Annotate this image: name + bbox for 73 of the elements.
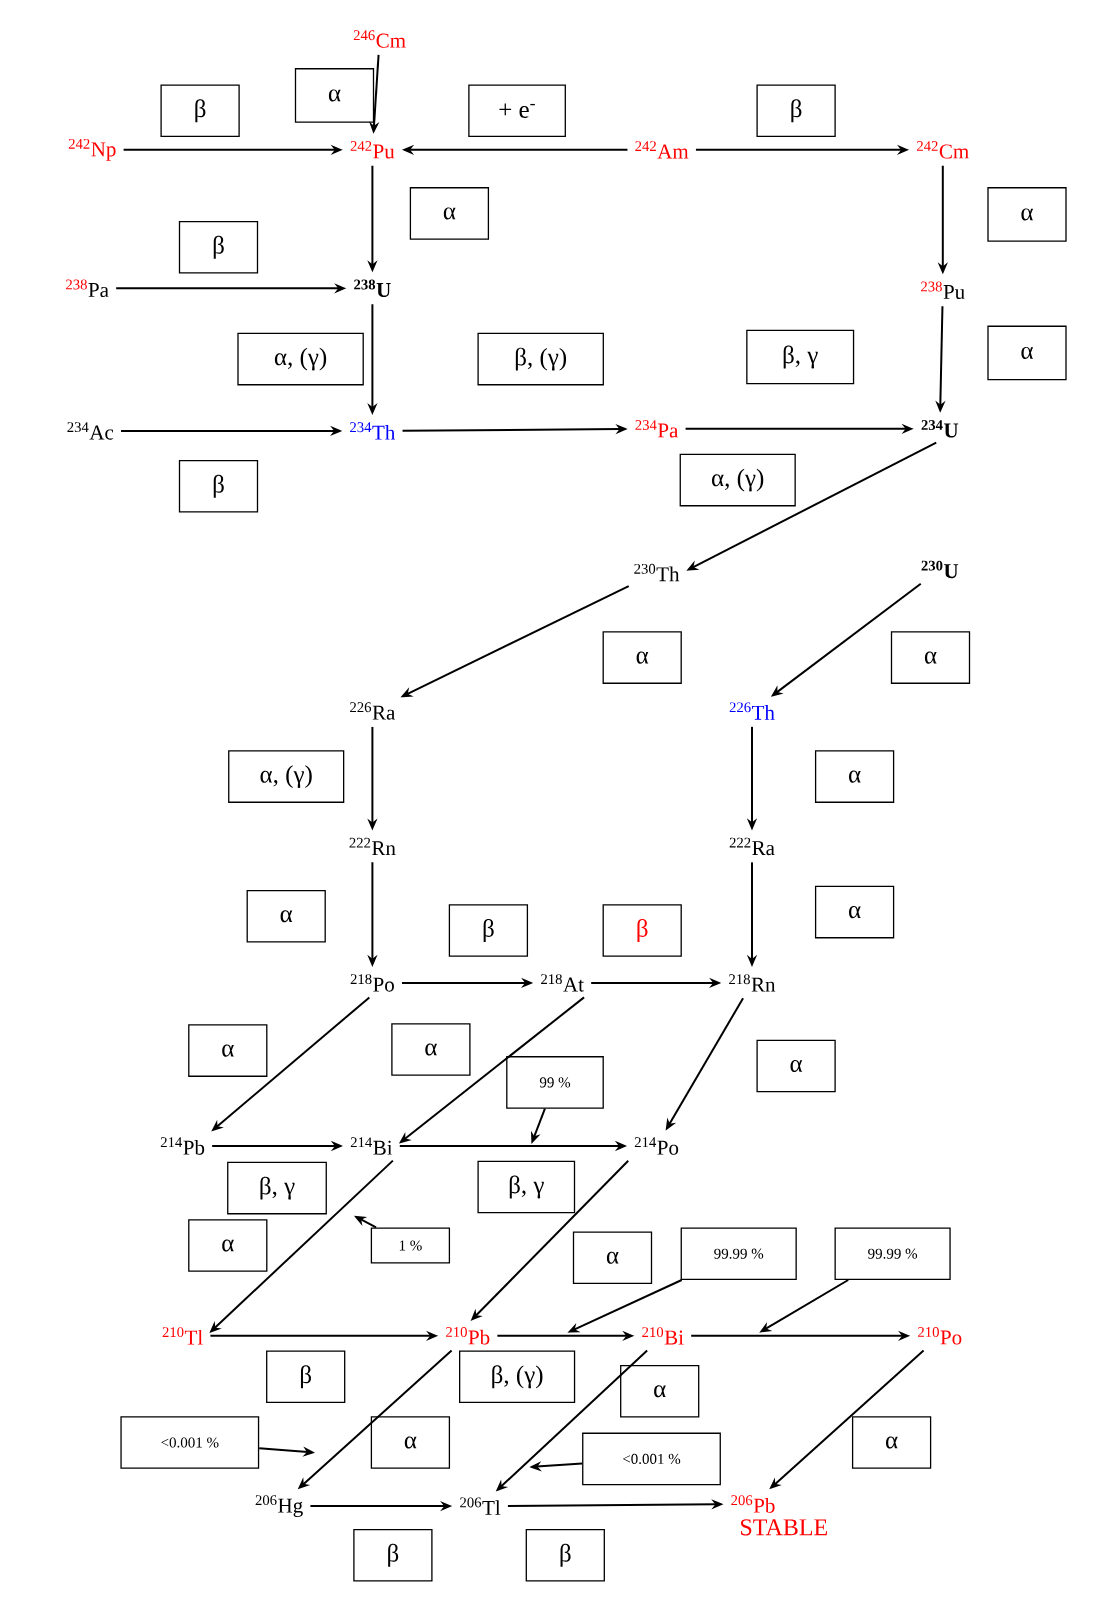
nuclide-label: $^{214}$Pb xyxy=(160,1137,205,1155)
percentage-box: 1 % xyxy=(370,1227,451,1264)
decay-mode-box: α xyxy=(572,1231,653,1285)
decay-mode-box: β, (γ) xyxy=(459,1350,576,1404)
decay-mode-box: β xyxy=(160,84,240,138)
percentage-box: <0.001 % xyxy=(582,1432,721,1486)
nuclide-label: $^{222}$Ra xyxy=(729,837,775,856)
decay-mode-box: β xyxy=(602,904,682,957)
nuclide-label: $^{234}$U xyxy=(921,420,959,438)
decay-mode-box: α xyxy=(391,1023,471,1076)
nuclide-label: $^{234}$Pa xyxy=(635,420,679,438)
decay-mode-box: + e$^{-}$ xyxy=(468,84,566,138)
decay-mode-box: α xyxy=(188,1024,268,1077)
nuclide-label: $^{234}$Th xyxy=(350,422,396,440)
decay-mode-box: α xyxy=(890,631,971,684)
nuclide-label: $^{210}$Tl xyxy=(162,1327,203,1345)
nuclide-label: $^{230}$Th xyxy=(634,563,680,582)
decay-mode-box: β, γ xyxy=(227,1161,327,1215)
nuclide-label: $^{242}$Am xyxy=(635,141,689,159)
percentage-box: 99.99 % xyxy=(680,1227,797,1280)
percentage-box: 99 % xyxy=(506,1056,604,1109)
nuclide-label: $^{210}$Bi xyxy=(642,1327,684,1345)
decay-mode-box: α xyxy=(188,1219,268,1272)
decay-mode-box: α xyxy=(246,889,326,943)
decay-mode-box: α, (γ) xyxy=(237,332,364,386)
nuclide-label: $^{238}$Pa xyxy=(66,279,109,298)
decay-mode-box: β, γ xyxy=(746,329,855,385)
decay-mode-box: α xyxy=(851,1416,932,1469)
nuclide-label: $^{238}$Pu xyxy=(921,281,965,300)
decay-mode-box: α xyxy=(294,68,375,123)
nuclide-label: $^{218}$At xyxy=(541,974,584,992)
percentage-box: <0.001 % xyxy=(120,1416,260,1469)
nuclide-label: $^{230}$U xyxy=(921,560,959,579)
decay-mode-box: β, (γ) xyxy=(477,332,604,386)
nuclide-label: $^{206}$Pb xyxy=(731,1495,775,1513)
decay-mode-box: α xyxy=(756,1039,836,1093)
nuclide-label: $^{210}$Pb xyxy=(446,1327,490,1345)
nuclide-label: $^{226}$Th xyxy=(729,702,775,720)
decay-mode-box: β xyxy=(756,84,836,138)
decay-mode-box: β xyxy=(525,1529,605,1582)
nuclide-label: $^{218}$Rn xyxy=(729,974,776,992)
nuclide-label: $^{206}$Tl xyxy=(460,1497,501,1515)
nuclide-label: $^{206}$Hg xyxy=(255,1495,303,1518)
nuclide-label: $^{246}$Cm xyxy=(353,30,406,48)
decay-mode-box: β xyxy=(266,1350,346,1404)
nuclide-label: $^{226}$Ra xyxy=(350,702,396,720)
decay-mode-box: β xyxy=(178,221,259,274)
stable-label: STABLE xyxy=(741,1519,827,1536)
decay-mode-box: α xyxy=(620,1364,700,1418)
nuclide-label: $^{242}$Cm xyxy=(917,141,969,159)
nuclide-label: $^{214}$Po xyxy=(634,1137,679,1155)
nuclide-label: $^{238}$U xyxy=(354,279,391,298)
decay-mode-box: α xyxy=(987,187,1067,242)
nuclide-label: $^{222}$Rn xyxy=(349,837,396,856)
decay-mode-box: α xyxy=(370,1416,451,1469)
decay-mode-box: α, (γ) xyxy=(679,453,796,507)
nuclide-label: $^{234}$Ac xyxy=(67,422,114,440)
nuclide-label: $^{218}$Po xyxy=(350,974,394,992)
decay-mode-box: α xyxy=(409,187,490,240)
decay-mode-box: β, γ xyxy=(477,1160,576,1214)
decay-mode-box: α xyxy=(987,325,1067,381)
nuclide-label: $^{214}$Bi xyxy=(350,1137,393,1155)
decay-mode-box: α xyxy=(602,631,682,684)
decay-mode-box: β xyxy=(448,904,529,957)
decay-mode-box: α xyxy=(814,750,895,803)
decay-mode-box: α, (γ) xyxy=(228,750,345,803)
decay-mode-box: α xyxy=(814,885,895,939)
decay-mode-box: β xyxy=(178,460,259,513)
percentage-box: 99.99 % xyxy=(834,1227,951,1280)
decay-mode-box: β xyxy=(353,1529,433,1582)
nuclide-label: $^{210}$Po xyxy=(918,1327,962,1345)
nuclide-label: $^{242}$Pu xyxy=(350,141,395,159)
nuclide-label: $^{242}$Np xyxy=(68,138,116,161)
